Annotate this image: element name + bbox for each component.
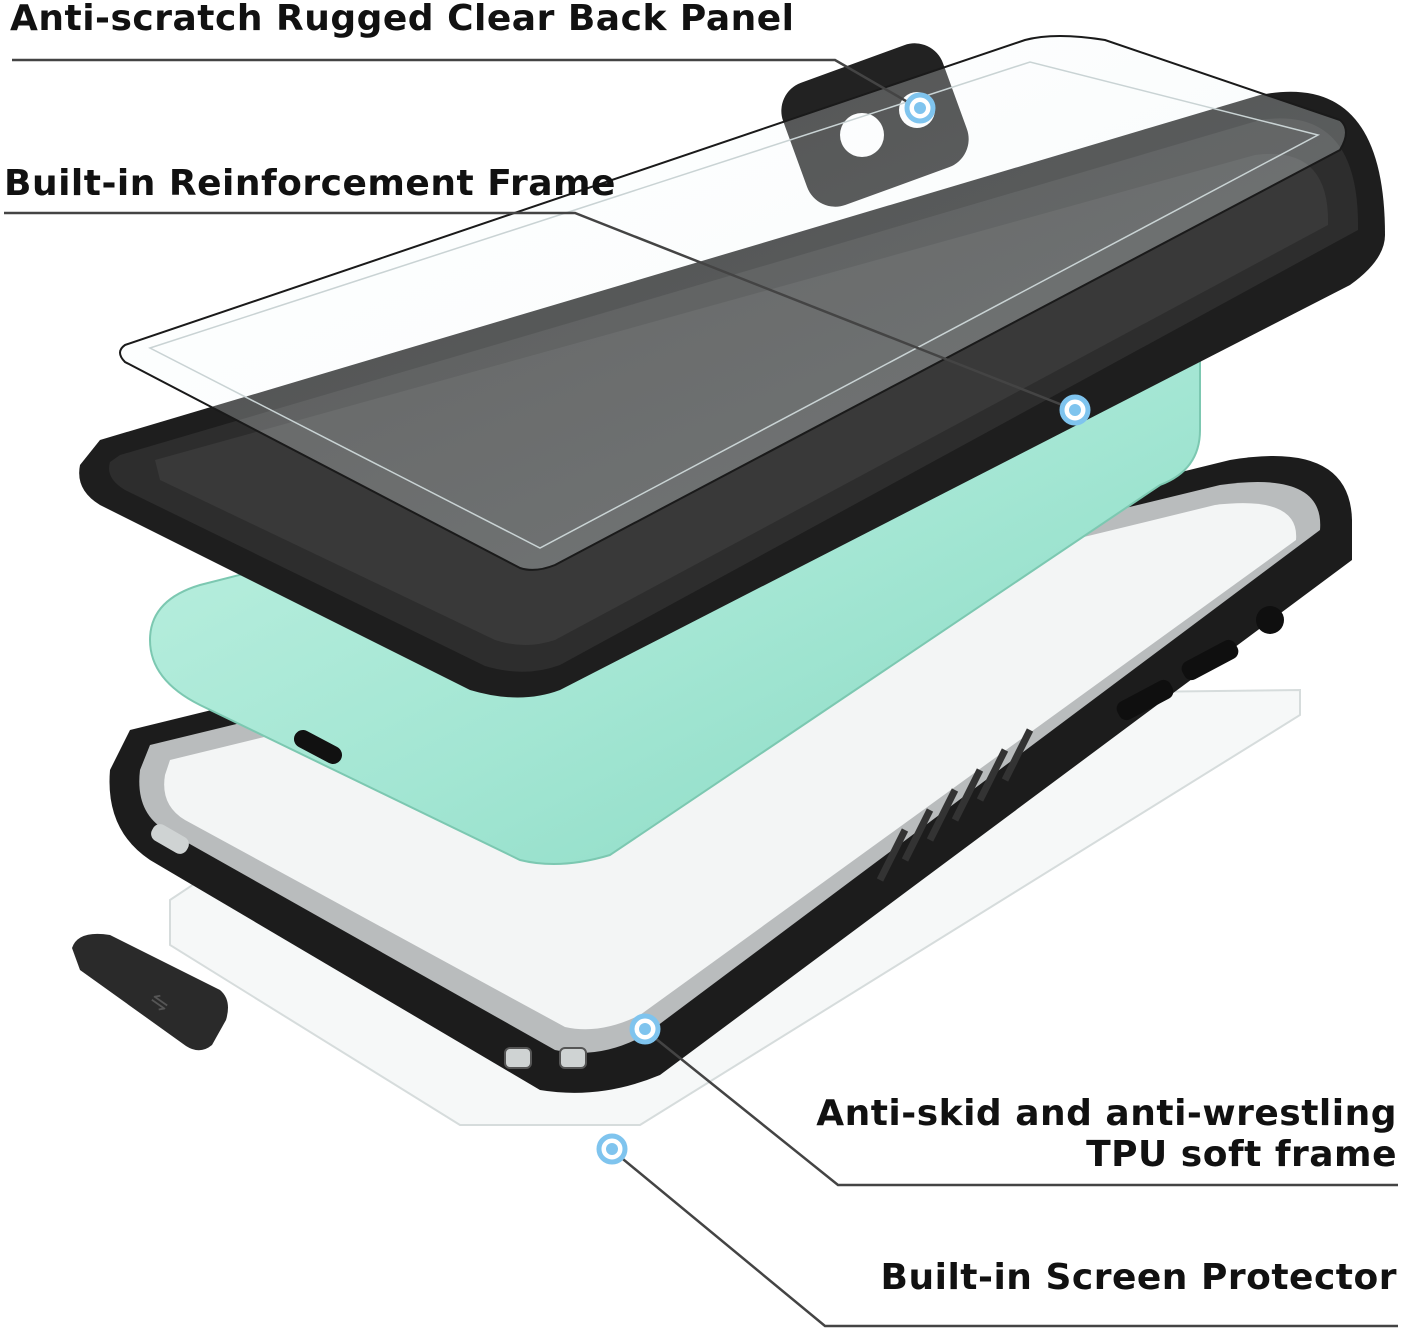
label-tpu-line1: Anti-skid and anti-wrestling	[816, 1093, 1397, 1134]
label-tpu-line2: TPU soft frame	[1086, 1134, 1397, 1176]
label-tpu-frame: Anti-skid and anti-wrestling TPU soft fr…	[816, 1093, 1397, 1176]
leader-screen	[611, 1149, 1398, 1328]
label-back-panel: Anti-scratch Rugged Clear Back Panel	[10, 0, 795, 39]
callout-dots	[596, 92, 1091, 1165]
label-reinforcement-frame: Built-in Reinforcement Frame	[4, 163, 616, 204]
grip-ribs	[876, 728, 1034, 882]
port-plug: ⇋	[72, 933, 228, 1051]
leader-tpu	[644, 1029, 1398, 1187]
clear-back-panel	[119, 35, 1347, 571]
leader-back-panel	[12, 58, 919, 110]
callout-lines	[4, 58, 1398, 1328]
leader-frame	[4, 211, 1076, 412]
label-screen-protector: Built-in Screen Protector	[880, 1257, 1397, 1298]
